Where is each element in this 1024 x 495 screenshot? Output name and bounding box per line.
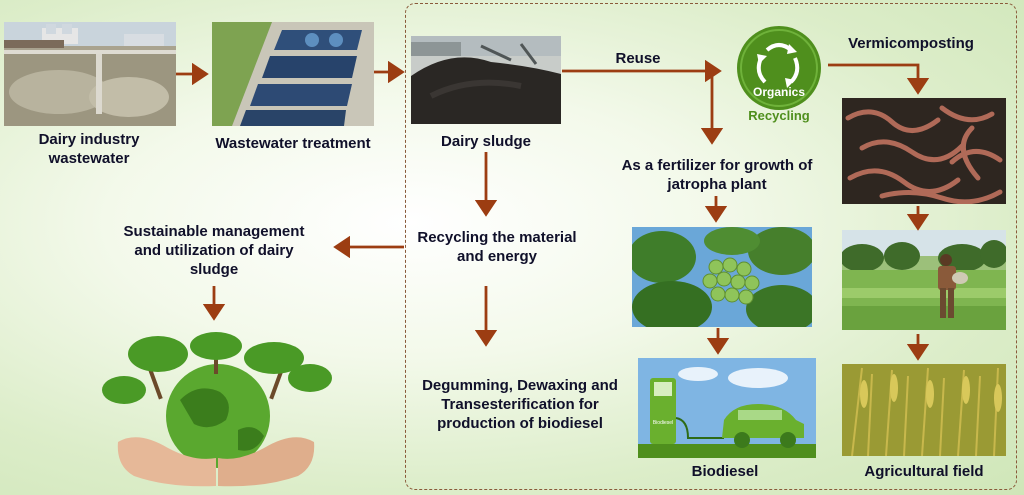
label-biodiesel: Biodiesel [691, 463, 759, 480]
label-recycling: Recycling [748, 108, 810, 123]
dashed-frame [405, 3, 1017, 490]
jatropha-photo [632, 227, 812, 327]
biodiesel-photo: Biodiesel [638, 358, 816, 458]
dairy-sludge-photo [411, 36, 561, 124]
label-recycling-material: Recycling the material and energy [417, 229, 577, 265]
label-wastewater-treatment: Wastewater treatment [215, 135, 371, 152]
agricultural-field-photo [842, 364, 1006, 456]
vermicompost-photo [842, 98, 1006, 204]
label-organics: Organics [752, 85, 806, 99]
organics-recycling-logo [729, 24, 829, 124]
farmer-photo [842, 230, 1006, 330]
label-dairy-wastewater: Dairy industry wastewater [38, 131, 140, 167]
arrow-organics-to-worms [828, 63, 930, 95]
label-degumming: Degumming, Dewaxing and Transesterificat… [422, 377, 618, 432]
treatment-plant-photo [212, 22, 374, 126]
label-agricultural-field: Agricultural field [864, 463, 984, 480]
fuel-pump-text: Biodiesel [653, 420, 673, 426]
label-reuse: Reuse [615, 50, 661, 67]
label-dairy-sludge: Dairy sludge [440, 133, 532, 150]
label-sustainable: Sustainable management and utilization o… [123, 223, 305, 278]
fuel-pump-icon [650, 378, 676, 444]
label-fertilizer: As a fertilizer for growth of jatropha p… [621, 157, 813, 193]
green-globe-illustration [98, 330, 334, 490]
wastewater-photo [4, 22, 176, 126]
label-vermicomposting: Vermicomposting [848, 35, 974, 52]
